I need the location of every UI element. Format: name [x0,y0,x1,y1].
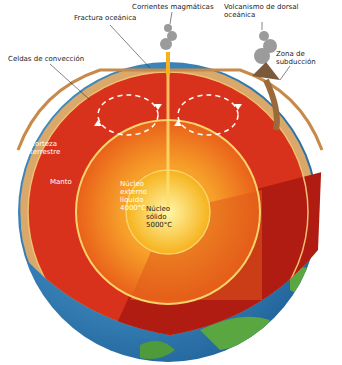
callout-label: Volcanismo de dorsal oceánica [224,3,304,19]
layer-label: Núcleo sólido 5000°C [146,205,190,229]
callout-label: Celdas de convección [8,55,88,63]
layer-label: Corteza terrestre [30,140,80,156]
callout-label: Fractura oceánica [74,14,144,22]
callout-label: Corrientes magmáticas [132,3,222,11]
callout-label: Zona de subducción [276,50,338,66]
layer-label: Manto [50,178,90,186]
